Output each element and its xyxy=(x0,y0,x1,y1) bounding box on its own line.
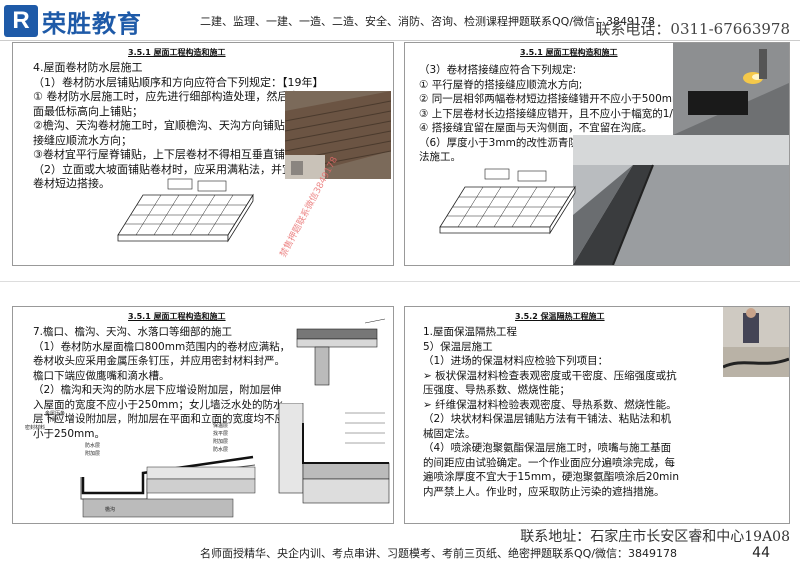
text-line: 卷材收头应采用金属压条钉压，并应用密封材料封严。 xyxy=(33,355,285,367)
diagram-label: 保温层 xyxy=(213,422,228,429)
page-number: 44 xyxy=(752,545,770,561)
text-line: 1.屋面保温隔热工程 xyxy=(423,326,518,338)
text-line: （2）块状材料保温层铺贴方法有干铺法、粘贴法和机 xyxy=(423,413,672,425)
slide-card-1: 3.5.1 屋面工程构造和施工 4.屋面卷材防水层施工 （1）卷材防水层铺贴顺序… xyxy=(12,42,394,266)
diagram-label: 附加层 xyxy=(213,438,228,445)
slide-text: 1.屋面保温隔热工程 5）保温层施工 （1）进场的保温材料应检验下列项目： ➢ … xyxy=(423,325,723,499)
mid-divider xyxy=(0,281,800,282)
text-line: 层下应增设附加层，附加层在平面和立面的宽度均不应 xyxy=(33,413,285,425)
top-contact-banner: 二建、监理、一建、一造、二造、安全、消防、咨询、检测课程押题联系QQ/微信：38… xyxy=(200,15,656,28)
diagram-label: 防水层 xyxy=(85,442,100,449)
text-line: 卷材短边搭接。 xyxy=(33,177,110,190)
text-line: ③卷材宜平行屋脊铺贴，上下层卷材不得相互垂直铺贴。 xyxy=(33,148,307,161)
slide-title: 3.5.1 屋面工程构造和施工 xyxy=(128,312,226,321)
text-line: ➢ 纤维保温材料检验表观密度、导热系数、燃烧性能。 xyxy=(423,398,677,411)
text-line: 面最低标高向上铺贴； xyxy=(33,104,143,118)
text-line: 遍喷涂厚度不宜大于15mm，硬泡聚氨酯喷涂后20min xyxy=(423,471,679,483)
slide-title: 3.5.1 屋面工程构造和施工 xyxy=(128,48,226,57)
diagram-label: 密封材料 xyxy=(25,424,45,431)
text-line: 4.屋面卷材防水层施工 xyxy=(33,61,143,74)
text-line: （1）卷材防水屋面檐口800mm范围内的卷材应满粘， xyxy=(33,340,291,353)
header-divider xyxy=(0,40,800,41)
text-line: （2）立面或大坡面铺贴卷材时，应采用满粘法，并宜减少 xyxy=(33,162,315,176)
text-line: （4）喷涂硬泡聚氨酯保温层施工时，喷嘴与施工基面 xyxy=(423,442,672,454)
spray-foam-photo xyxy=(723,307,789,377)
text-line: 法施工。 xyxy=(419,151,461,163)
text-line: （3）卷材搭接缝应符合下列规定: xyxy=(419,64,577,76)
slide-title: 3.5.2 保温隔热工程施工 xyxy=(515,312,605,321)
eave-detail-diagram xyxy=(296,318,386,386)
bottom-contact-banner: 名师面授精华、央企内训、考点串讲、习题模考、考前三页纸、绝密押题联系QQ/微信：… xyxy=(200,547,678,560)
diagram-label: 钉距 xyxy=(47,416,57,423)
slide-card-2: 3.5.1 屋面工程构造和施工 （3）卷材搭接缝应符合下列规定: ① 平行屋脊的… xyxy=(404,42,790,266)
slide-card-3: 3.5.1 屋面工程构造和施工 7.檐口、檐沟、天沟、水落口等细部的施工 （1）… xyxy=(12,306,394,524)
logo-text: 荣胜教育 xyxy=(42,9,142,38)
seam-layout-diagram xyxy=(439,168,576,235)
text-line: 接缝应顺流水方向； xyxy=(33,133,132,147)
text-line: 5）保温层施工 xyxy=(423,340,493,353)
logo-mark-icon: R xyxy=(4,5,38,37)
text-line: （1）进场的保温材料应检验下列项目： xyxy=(423,355,609,367)
text-line: ④ 搭接缝宜留在屋面与天沟侧面，不宜留在沟底。 xyxy=(419,122,653,134)
parapet-detail-diagram xyxy=(278,403,390,504)
torch-application-photo xyxy=(673,43,789,135)
gutter-section-diagram: 金属压条 钉距 密封材料 防水层 附加层 檐沟 保温层 找平层 附加层 防水层 xyxy=(25,410,256,518)
slide-card-4: 3.5.2 保温隔热工程施工 1.屋面保温隔热工程 5）保温层施工 （1）进场的… xyxy=(404,306,790,524)
contact-address: 联系地址：石家庄市长安区睿和中心19A08 xyxy=(520,529,790,545)
diagram-label: 找平层 xyxy=(213,430,228,437)
diagram-label: 檐沟 xyxy=(105,506,115,513)
slide-text: 7.檐口、檐沟、天沟、水落口等细部的施工 （1）卷材防水屋面檐口800mm范围内… xyxy=(33,325,293,441)
text-line: 的间距应由试验确定。一个作业面应分遍喷涂完成，每 xyxy=(423,456,675,469)
text-line: 压强度、导热系数、燃烧性能； xyxy=(423,384,570,396)
text-line: ① 平行屋脊的搭接缝应顺流水方向; xyxy=(419,78,583,91)
diagram-label: 金属压条 xyxy=(45,410,65,417)
text-line: 内严禁上人。作业时，应采取防止污染的遮挡措施。 xyxy=(423,485,665,498)
text-line: ➢ 板状保温材料检查表观密度或干密度、压缩强度或抗 xyxy=(423,369,677,382)
text-line: ② 同一层相邻两幅卷材短边搭接缝错开不应小于500mm; xyxy=(419,93,686,105)
membrane-layout-diagram xyxy=(117,178,254,243)
text-line: 小于250mm。 xyxy=(33,427,105,440)
text-line: ②檐沟、天沟卷材施工时，宜顺檐沟、天沟方向铺贴，搭 xyxy=(33,119,307,132)
diagram-label: 防水层 xyxy=(213,446,228,453)
roof-tile-photo xyxy=(285,91,391,179)
text-line: ① 卷材防水层施工时，应先进行细部构造处理，然后由屋 xyxy=(33,90,311,103)
text-line: （1）卷材防水层铺贴顺序和方向应符合下列规定：【19年】 xyxy=(33,75,324,89)
text-line: ③ 上下层卷材长边搭接缝应错开，且不应小于幅宽的1/3; xyxy=(419,107,684,120)
diagram-label: 附加层 xyxy=(85,450,100,457)
brand-logo: R 荣胜教育 xyxy=(4,4,142,38)
contact-phone: 联系电话：0311-67663978 xyxy=(595,20,790,38)
slide-text: 4.屋面卷材防水层施工 （1）卷材防水层铺贴顺序和方向应符合下列规定：【19年】… xyxy=(33,61,324,192)
text-line: 械固定法。 xyxy=(423,427,476,440)
gutter-photo xyxy=(573,135,789,265)
text-line: 檐口下端应做鹰嘴和滴水槽。 xyxy=(33,369,170,382)
text-line: （2）檐沟和天沟的防水层下应增设附加层，附加层伸 xyxy=(33,384,282,396)
slide-title: 3.5.1 屋面工程构造和施工 xyxy=(520,48,618,57)
text-line: 入屋面的宽度不应小于250mm；女儿墙泛水处的防水 xyxy=(33,398,284,411)
text-line: 7.檐口、檐沟、天沟、水落口等细部的施工 xyxy=(33,326,233,338)
